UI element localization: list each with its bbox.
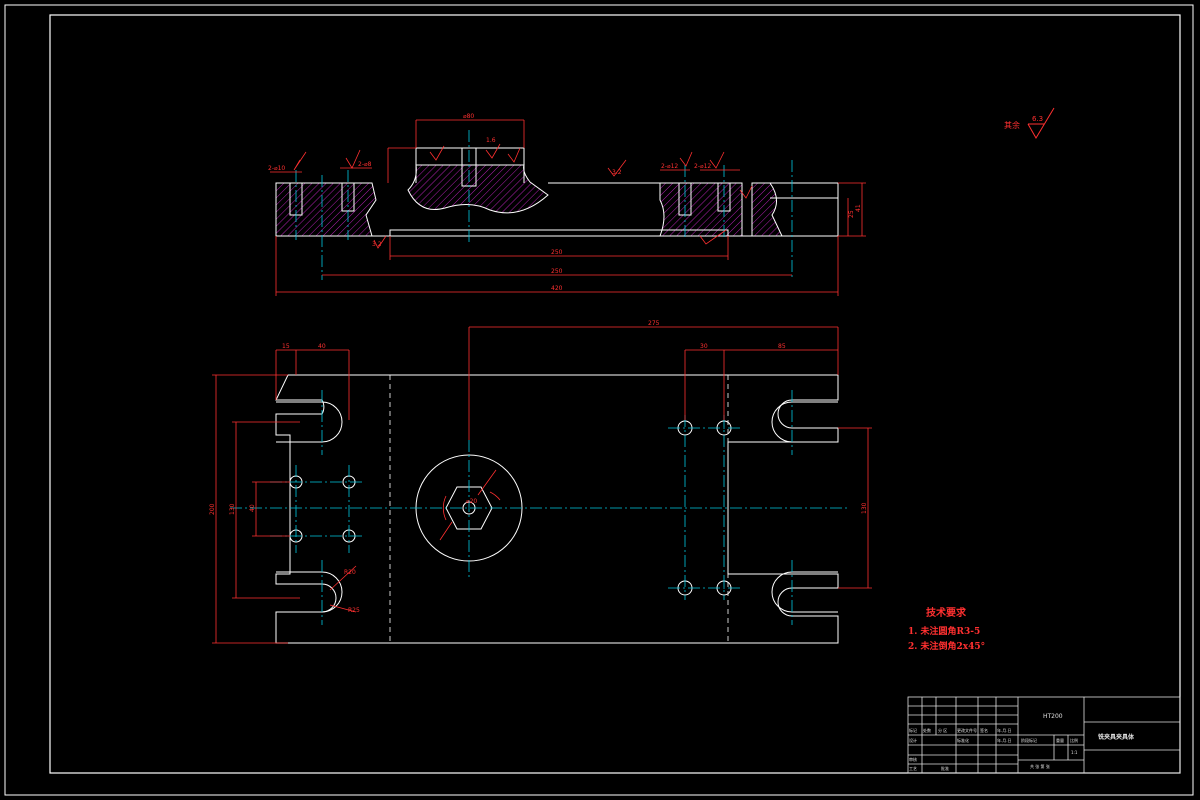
tb-date-2: 年.月.日 [997, 737, 1012, 743]
dim-u-slot-radius: R20 [344, 569, 356, 576]
tb-sheet-info: 共 张 第 张 [1030, 763, 1050, 769]
dim-slot-span: 250 [551, 249, 563, 256]
dim-roughness-c: 3.2 [372, 241, 382, 248]
tb-sign: 签名 [980, 727, 988, 733]
plan-centerlines [230, 390, 850, 625]
hatch-right-2 [751, 182, 783, 237]
dim-30: 30 [700, 343, 708, 350]
dim-bore-label: ⌀20 [466, 498, 477, 505]
drawing-name-text: 铣夹具夹具体 [1098, 733, 1135, 741]
tb-date: 年.月.日 [997, 727, 1012, 733]
tech-requirement-2: 2. 未注倒角2x45° [908, 640, 985, 652]
dim-left-holes: 2-⌀10 [268, 165, 285, 172]
tb-process: 工艺 [909, 766, 917, 771]
tb-standardize: 标准化 [957, 737, 969, 743]
dim-height-inner: 130 [229, 503, 236, 515]
tb-weight: 重量 [1056, 737, 1064, 743]
dim-height: 41 [855, 204, 862, 212]
hatch-center [407, 164, 549, 214]
section-dim-lines [270, 119, 866, 296]
tech-requirements-title: 技术要求 [926, 606, 967, 619]
dim-right-holes: 2-⌀12 [661, 163, 678, 170]
plan-outline [275, 374, 839, 644]
dim-40: 40 [318, 343, 326, 350]
dim-height-40: 40 [249, 504, 256, 512]
tb-mark: 标记 [909, 727, 917, 733]
section-view: ⌀80 420 250 250 41 25 2-⌀10 2-⌀8 2-⌀12 2… [268, 113, 866, 296]
tb-design: 设计 [909, 737, 917, 743]
tb-review: 审核 [909, 756, 917, 762]
title-block-text: HT200 铣夹具夹具体 标记 处数 分 区 更改文件号 签名 年.月.日 设计… [909, 713, 1135, 771]
tb-stage-mark: 阶段标记 [1021, 737, 1037, 743]
surface-finish-label: 其余 [1004, 120, 1020, 130]
dim-275: 275 [648, 320, 660, 327]
tb-scale-value: 1:1 [1071, 750, 1078, 755]
section-holes [289, 147, 731, 216]
inner-frame [49, 14, 1181, 774]
outer-frame [4, 4, 1194, 796]
surface-finish-value: 6.3 [1032, 115, 1043, 123]
dim-85: 85 [778, 343, 786, 350]
hidden-lines [389, 375, 729, 643]
dim-height-total: 200 [209, 503, 216, 515]
dim-right-holes-2: 2-⌀12 [694, 163, 711, 170]
tech-requirement-1: 1. 未注圆角R3-5 [908, 625, 980, 637]
section-slot [389, 229, 729, 236]
roughness-symbol [1027, 107, 1055, 139]
plan-dim-lines [212, 326, 872, 644]
plan-view: 15 40 275 30 85 200 130 40 130 R20 R25 ⌀… [209, 320, 872, 644]
tb-zone: 分 区 [938, 727, 947, 733]
tb-count: 处数 [923, 727, 931, 733]
u-slots [276, 401, 838, 613]
material-text: HT200 [1043, 713, 1063, 720]
title-block [907, 696, 1181, 774]
tech-requirements: 技术要求 1. 未注圆角R3-5 2. 未注倒角2x45° [908, 606, 985, 652]
dim-right-height: 130 [861, 502, 868, 514]
dim-bore: ⌀80 [463, 113, 474, 120]
dim-15: 15 [282, 343, 290, 350]
dim-overall-length: 420 [551, 285, 563, 292]
dim-roughness-b: 1.6 [486, 137, 496, 144]
hatch-left [275, 182, 377, 237]
dim-u-slot-radius-2: R25 [348, 607, 360, 614]
tb-scale: 比例 [1070, 737, 1078, 743]
dim-hole-span: 250 [551, 268, 563, 275]
dim-roughness-a: 3.2 [612, 169, 622, 176]
tb-change-doc: 更改文件号 [957, 727, 977, 733]
surface-finish-note: 其余 6.3 [1004, 107, 1055, 139]
dim-left-holes-2: 2-⌀8 [358, 161, 372, 168]
section-centerlines [295, 130, 793, 280]
dim-thickness: 25 [848, 210, 855, 218]
tb-approve: 批准 [941, 765, 949, 771]
